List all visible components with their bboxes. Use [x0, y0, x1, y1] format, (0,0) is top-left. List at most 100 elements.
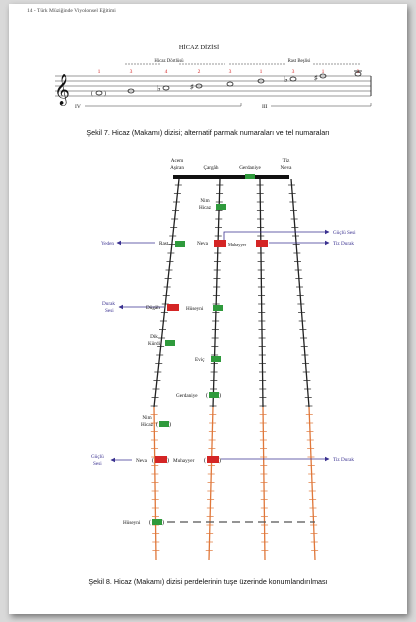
marker-muhayyer-top [256, 240, 268, 247]
label-guclu-sesi-top: Güçlü Sesi [333, 230, 356, 236]
treble-clef-icon: 𝄞 [54, 73, 70, 106]
note-paren: ( [91, 90, 93, 97]
open-string-marker [245, 174, 255, 179]
note [257, 78, 265, 84]
string-line [259, 178, 264, 408]
note-muhayyer-top: Muhayyer [228, 242, 247, 247]
note [289, 76, 297, 82]
marker-neva-low [155, 456, 167, 463]
string-line [153, 178, 180, 408]
note [354, 71, 362, 77]
note-rast: Rast [159, 241, 169, 247]
marker-neva-top [214, 240, 226, 247]
note [319, 73, 327, 79]
svg-text:(: ( [156, 421, 158, 428]
note [195, 83, 203, 89]
note-muhayyer-low: Muhayyer [173, 458, 195, 464]
svg-text:): ) [169, 421, 171, 428]
group-bracket-left: Hicaz Dörtlüsü [125, 59, 225, 65]
sharp-icon: ♯ [190, 83, 194, 91]
svg-text:III: III [262, 104, 268, 110]
note-paren: ) [104, 90, 106, 97]
annotation-labels: Yeden Güçlü Sesi Tiz Durak Durak Sesi Gü… [91, 230, 356, 467]
svg-text:): ) [219, 392, 221, 399]
string-indication-iv: IV [75, 103, 242, 110]
notes: ( ) [91, 70, 362, 97]
string-label-tiz-neva: Neva [281, 165, 293, 171]
nut [173, 175, 289, 179]
note-nim-hicaz-top: Nim [200, 198, 209, 204]
svg-text:(: ( [149, 519, 151, 526]
string-extension-line [153, 406, 157, 561]
strings [153, 178, 316, 561]
book-page: 14 - Türk Müziğinde Viyolonsel Eğitimi H… [9, 4, 407, 614]
finger-number: 3 [229, 69, 232, 75]
note-gerdaniye: Gerdaniye [176, 393, 198, 399]
finger-number: 3 [292, 69, 295, 75]
marker-huseyni-top [213, 305, 223, 311]
note-huseyni-low: Hüseyni [123, 520, 141, 526]
string-line [212, 178, 221, 408]
group-bracket-right: Rast Beşlisi [229, 59, 361, 65]
note-neva-low: Neva [136, 458, 148, 464]
svg-text:): ) [167, 457, 169, 464]
finger-number: 1 [98, 69, 101, 75]
label-tiz-durak-low: Tiz Durak [333, 457, 354, 463]
sharp-icon: ♯ [314, 74, 318, 82]
string-label-acem-asiran: Aşiran [170, 165, 184, 171]
string-extension-line [262, 406, 266, 561]
figure-7-staff: HİCAZ DİZİSİ Hicaz Dörtlüsü Rast Beşlisi… [54, 44, 372, 110]
finger-number: 1 [322, 69, 325, 75]
staff-lines [55, 75, 372, 97]
svg-text:(: ( [204, 457, 206, 464]
label-yeden: Yeden [101, 241, 114, 247]
finger-number: 4 [165, 69, 168, 75]
string-extension-line [308, 406, 316, 561]
group-label-rast: Rast Beşlisi [288, 59, 311, 64]
flat-icon: ♭ [284, 75, 288, 84]
svg-text:IV: IV [75, 104, 81, 110]
marker-gerdaniye [209, 392, 219, 398]
note-huseyni-top: Hüseyni [186, 306, 204, 312]
marker-dik-kurdi [165, 340, 175, 346]
string-name-labels: Acem Aşiran Çargâh Gerdaniye Tiz Neva [170, 158, 292, 171]
svg-text:(: ( [206, 392, 208, 399]
svg-text:): ) [162, 519, 164, 526]
label-tiz-durak-top: Tiz Durak [333, 241, 354, 247]
string-extension-line [208, 406, 214, 561]
note [162, 85, 170, 91]
group-label-hicaz: Hicaz Dörtlüsü [154, 59, 184, 64]
marker-muhayyer-low [207, 456, 219, 463]
note-nim-hicaz-low: Hicaz [141, 422, 154, 428]
label-guclu-sesi-low: Sesi [93, 461, 102, 467]
note [226, 81, 234, 87]
fret-ticks [150, 184, 319, 551]
note-nim-hicaz-low: Nim [142, 415, 151, 421]
note-names: Nim Hicaz Rast Neva Muhayyer Dügâh Hüsey… [123, 198, 247, 526]
note-dugah: Dügâh [146, 305, 160, 311]
figure-8-caption: Şekil 8. Hicaz (Makamı) dizisi perdeleri… [88, 577, 328, 586]
marker-rast [175, 241, 185, 247]
svg-text:): ) [219, 457, 221, 464]
marker-huseyni-low [152, 519, 162, 525]
note-dik-kurdi: Dik [150, 334, 158, 340]
marker-parentheses: () () () () () [149, 392, 221, 526]
marker-dugah [167, 304, 179, 311]
string-label-gerdaniye: Gerdaniye [239, 165, 261, 171]
finger-numbers: 1 3 4 2 3 1 3 1 3 [98, 69, 360, 75]
note-nim-hicaz-top: Hicaz [199, 205, 212, 211]
label-guclu-sesi-low: Güçlü [91, 454, 104, 460]
note [127, 88, 135, 94]
svg-text:(: ( [152, 457, 154, 464]
string-line [290, 178, 310, 408]
finger-number: 2 [198, 69, 201, 75]
note-dik-kurdi: Kürdi [148, 341, 161, 347]
finger-number: 3 [130, 69, 133, 75]
finger-number: 1 [260, 69, 263, 75]
note-markers [152, 204, 268, 525]
running-header: 14 - Türk Müziğinde Viyolonsel Eğitimi [27, 8, 116, 14]
note [95, 90, 103, 96]
note-neva-top: Neva [197, 241, 209, 247]
marker-nim-hicaz-low [159, 421, 169, 427]
string-label-tiz-neva: Tiz [283, 158, 290, 164]
